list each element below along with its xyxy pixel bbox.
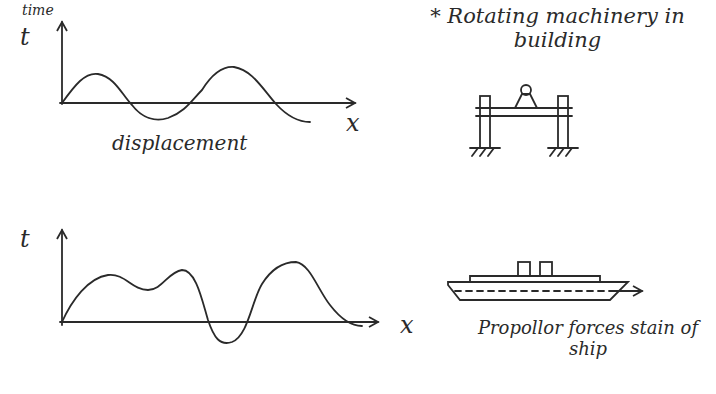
time-axis — [61, 230, 63, 325]
axis-title: time — [22, 2, 82, 18]
note-text: Propollor forces stain of ship — [468, 318, 708, 359]
axis-label: t — [20, 226, 50, 254]
propeller-force-curve — [62, 262, 362, 343]
note-text: * Rotating machinery in building — [405, 4, 710, 52]
machinery-frame — [470, 85, 578, 156]
time-axis — [61, 22, 63, 104]
x-axis — [60, 321, 378, 323]
ship-sketch — [448, 262, 642, 300]
axis-label: x — [346, 110, 376, 138]
x-axis — [60, 102, 355, 104]
axis-label: x — [400, 312, 430, 340]
axis-caption: displacement — [112, 132, 312, 155]
displacement-curve — [62, 67, 310, 122]
axis-label: t — [20, 24, 50, 52]
